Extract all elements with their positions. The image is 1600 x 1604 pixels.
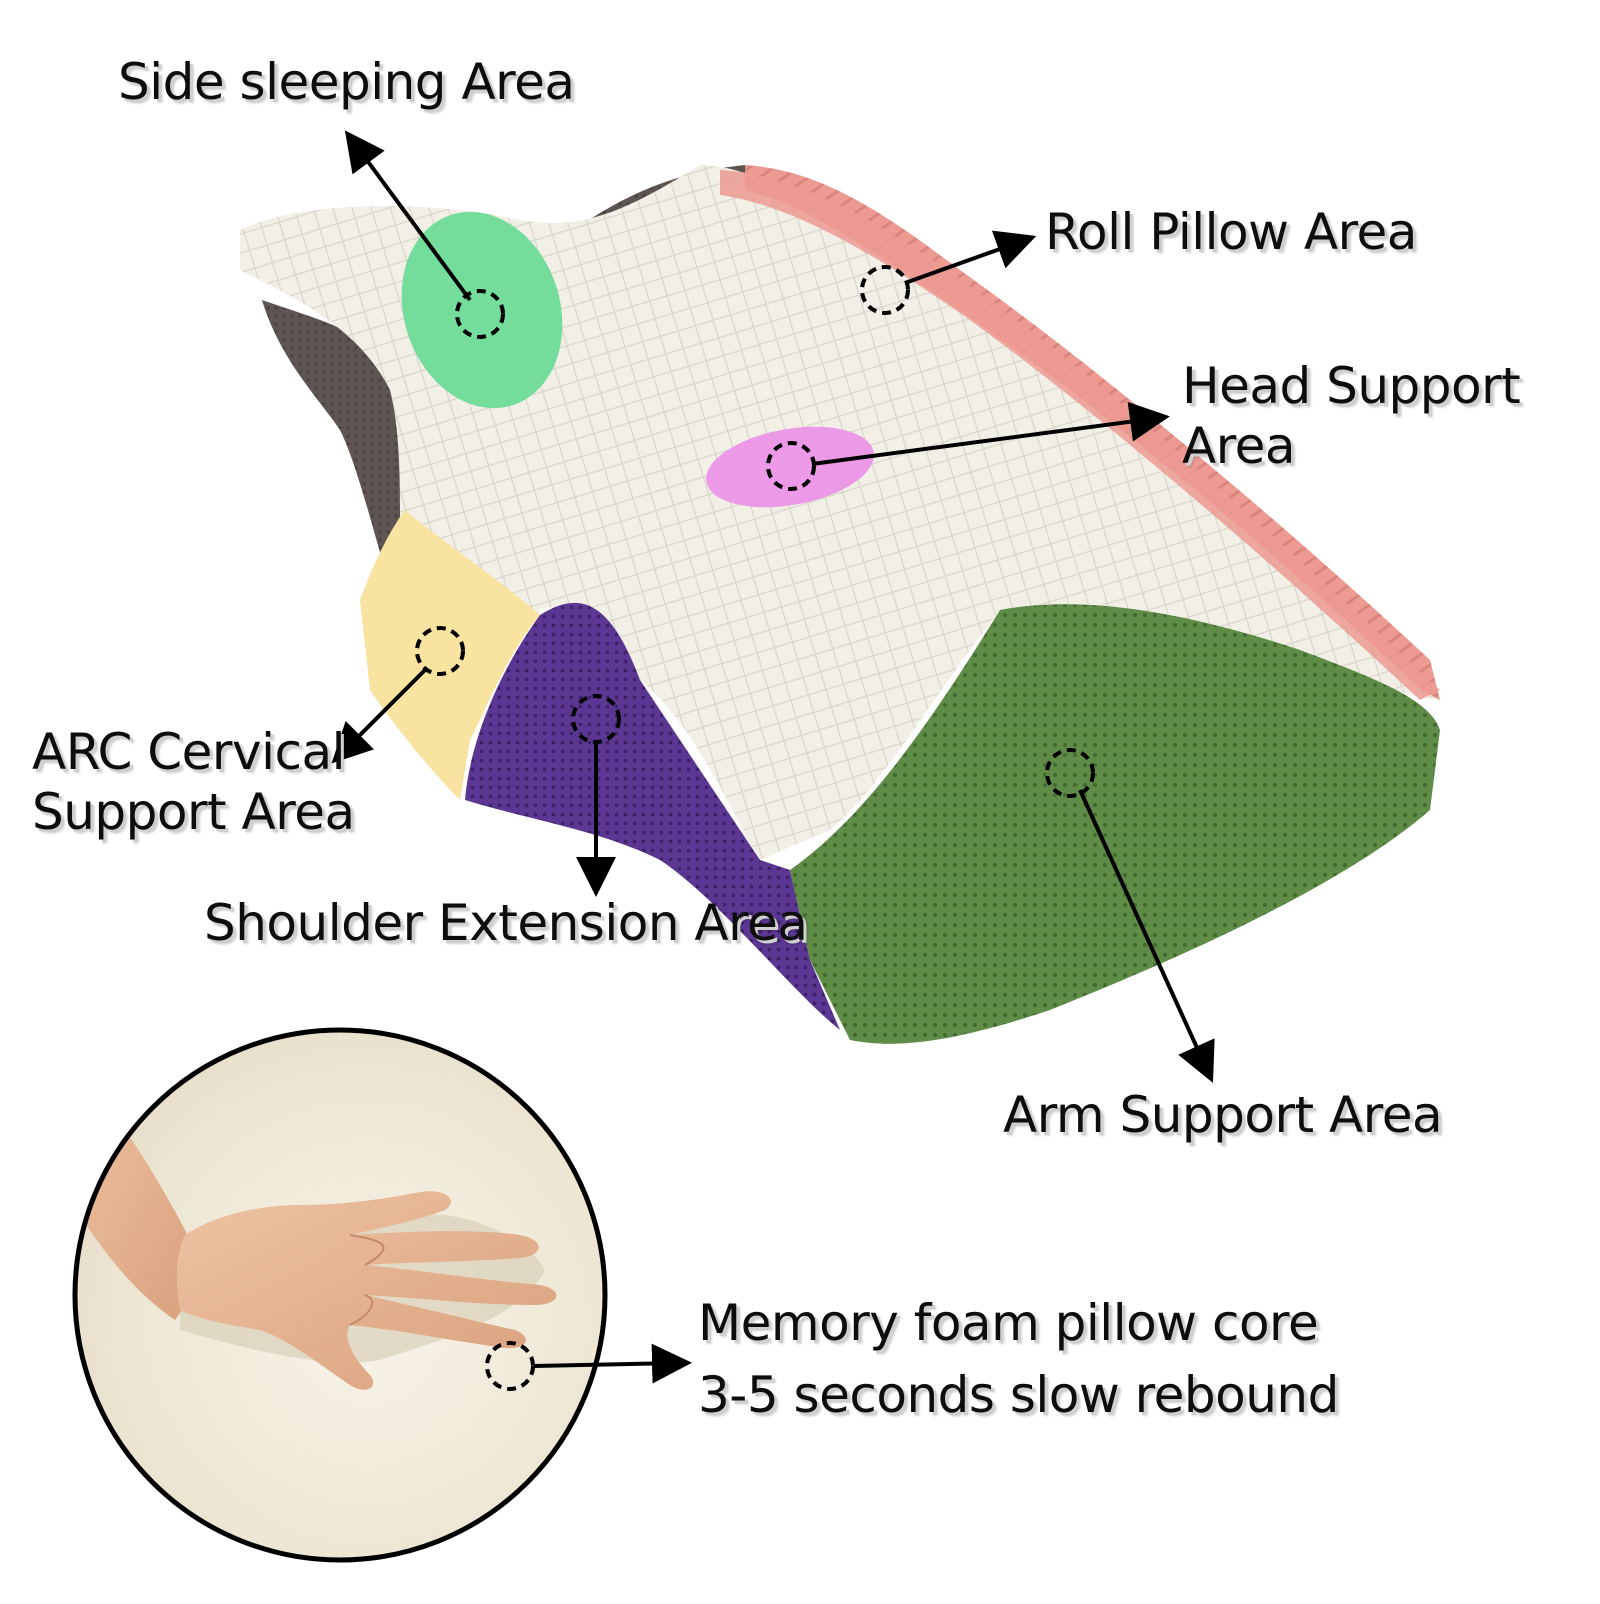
arm-support-label: Arm Support Area [1003, 1085, 1443, 1145]
arm-support-target [1045, 748, 1095, 798]
arc-cervical-arrow [331, 668, 427, 764]
head-support-text-line1: Head Support [1182, 357, 1521, 415]
roll-pillow-band [720, 170, 1440, 700]
head-support-text-line2: Area [1182, 417, 1296, 475]
side-panel-left [262, 300, 410, 600]
arm-support-text: Arm Support Area [1003, 1086, 1443, 1144]
memory-foam-target [485, 1341, 535, 1391]
memory-foam-circle-border [72, 1027, 608, 1563]
memory-foam-text-line2: 3-5 seconds slow rebound [698, 1366, 1339, 1424]
shoulder-extension-zone [465, 602, 840, 1030]
callout-arrows [331, 130, 1215, 1384]
head-support-label: Head Support Area [1182, 356, 1521, 476]
roll-pillow-arrow [904, 230, 1037, 285]
arc-cervical-target [415, 626, 465, 676]
arc-cervical-text-line1: ARC Cervical [32, 723, 345, 781]
roll-pillow-label: Roll Pillow Area [1045, 202, 1417, 262]
head-support-target [766, 441, 816, 491]
shoulder-extension-label: Shoulder Extension Area [204, 893, 808, 953]
memory-foam-text-line1: Memory foam pillow core [698, 1294, 1319, 1352]
side-sleeping-label: Side sleeping Area [118, 52, 575, 112]
memory-foam-label: Memory foam pillow core 3-5 seconds slow… [698, 1287, 1339, 1431]
shoulder-extension-text: Shoulder Extension Area [204, 894, 808, 952]
roll-pillow-target [860, 265, 910, 315]
finger-gap-lines [349, 1234, 385, 1326]
arc-cervical-text-line2: Support Area [32, 783, 355, 841]
roll-pillow-text: Roll Pillow Area [1045, 203, 1417, 261]
head-support-arrow [811, 401, 1170, 466]
arc-cervical-zone [360, 510, 540, 800]
memory-foam-inset [72, 1027, 608, 1563]
side-sleeping-target [455, 289, 505, 339]
side-sleeping-text: Side sleeping Area [118, 53, 575, 111]
arm-support-arrow [1078, 789, 1215, 1083]
arm-support-zone [790, 604, 1440, 1044]
memory-foam-arrow [533, 1343, 692, 1384]
head-support-spot [706, 426, 874, 508]
hand-shape [176, 1191, 557, 1390]
arc-cervical-label: ARC Cervical Support Area [32, 722, 355, 842]
side-sleeping-arrow [344, 130, 472, 302]
